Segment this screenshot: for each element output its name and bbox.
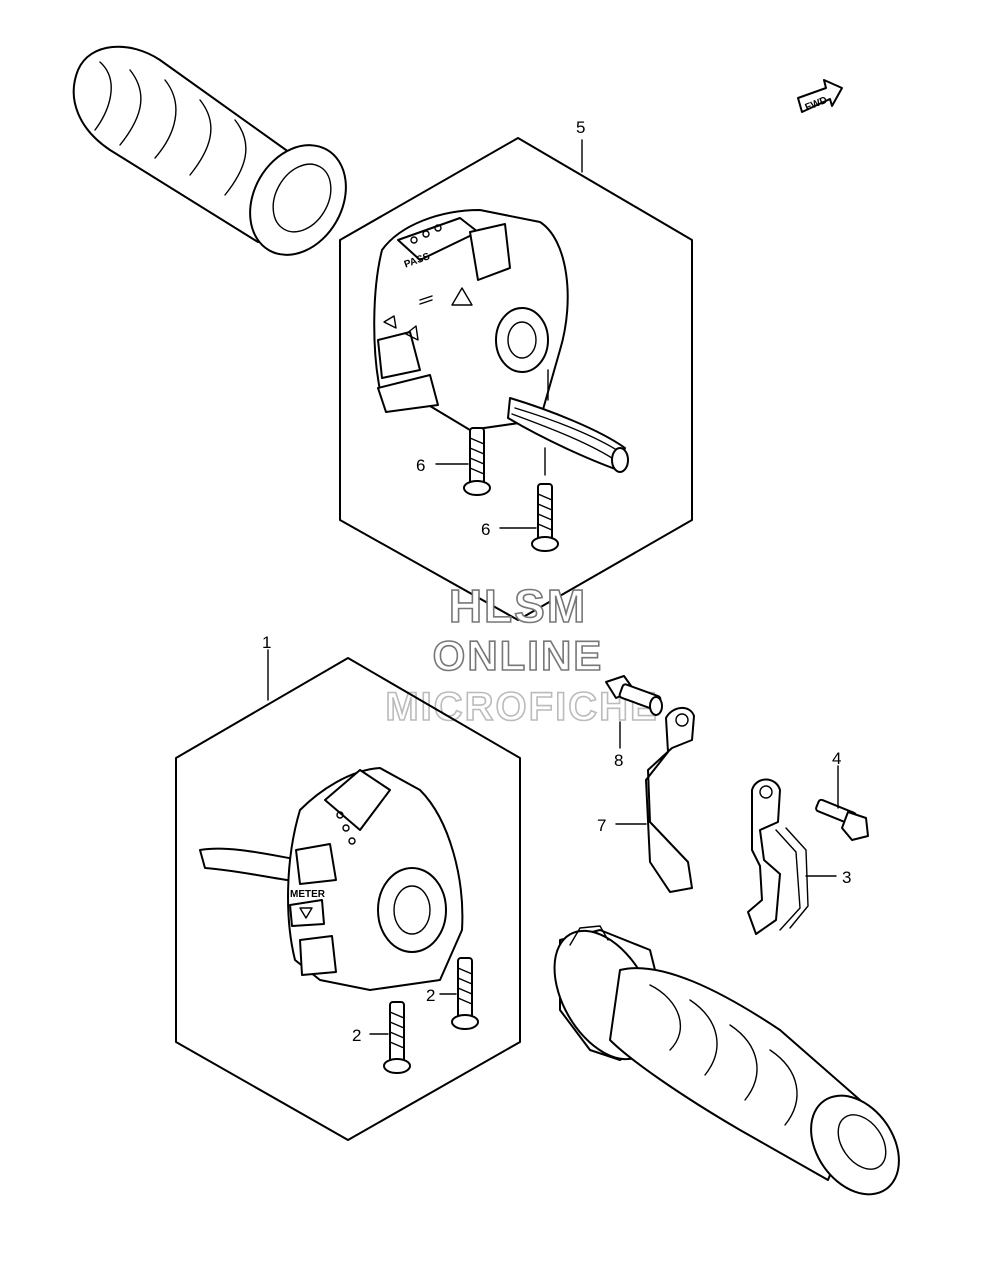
watermark-line1: HLSM [449, 580, 587, 632]
handlebar-switch-right: PASS [373, 209, 629, 476]
watermark: HLSM ONLINE MICROFICHE [385, 579, 658, 730]
right-handlebar-grip [553, 925, 900, 1196]
assembly-frame-5 [339, 137, 693, 621]
bolt-8 [605, 675, 663, 716]
screw-6a [463, 427, 491, 496]
screw-2a [451, 957, 479, 1030]
callout-3: 3 [842, 868, 851, 887]
callout-7: 7 [597, 816, 606, 835]
callout-2b: 2 [352, 1026, 361, 1045]
callout-4: 4 [832, 749, 841, 768]
assembly-frame-1 [175, 657, 521, 1141]
watermark-line2: ONLINE [433, 632, 604, 679]
fwd-arrow-icon: FWD [797, 79, 843, 114]
callout-6b: 6 [481, 520, 490, 539]
callout-8: 8 [614, 751, 623, 770]
callout-5: 5 [576, 118, 585, 137]
handlebar-switch-left: METER [199, 767, 464, 991]
callout-6a: 6 [416, 456, 425, 475]
screw-2b [383, 1001, 411, 1074]
bracket-7 [645, 707, 695, 893]
left-handlebar-grip [72, 45, 347, 256]
callout-2a: 2 [426, 986, 435, 1005]
bracket-3 [747, 778, 809, 935]
bolt-4 [815, 798, 869, 841]
meter-label: METER [290, 889, 326, 900]
callout-1: 1 [262, 633, 271, 652]
screw-6b [531, 483, 559, 552]
